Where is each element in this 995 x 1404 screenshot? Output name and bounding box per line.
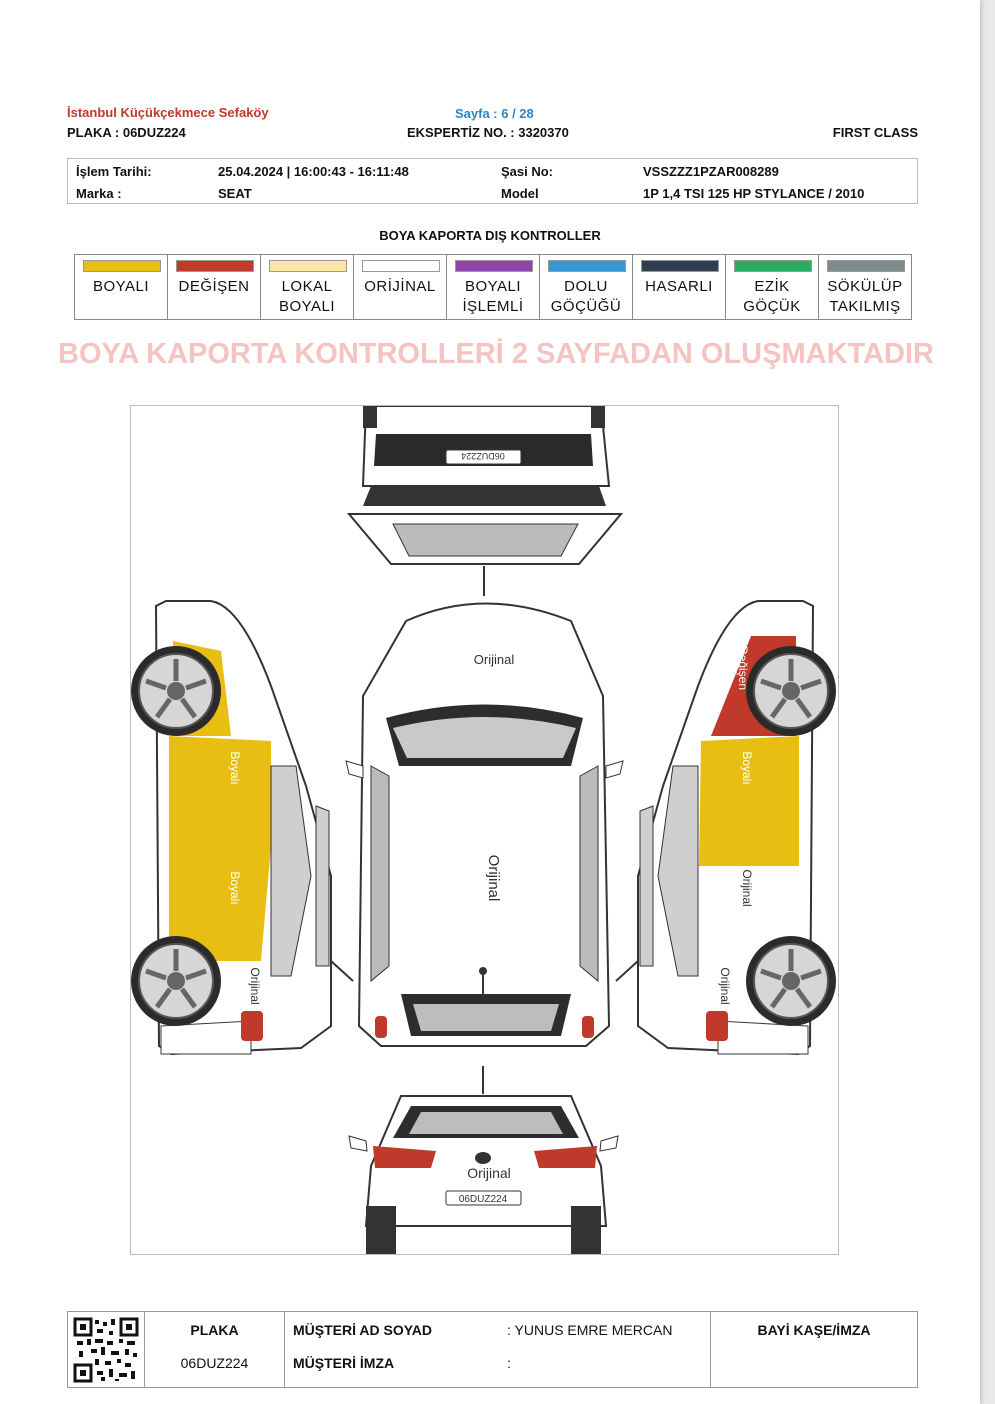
legend-item-dolu-gocugu: DOLU GÖÇÜĞÜ <box>540 255 633 319</box>
brand-value: SEAT <box>218 186 252 201</box>
legend-label: LOKAL BOYALI <box>278 278 336 315</box>
brand-label: Marka : <box>76 186 122 201</box>
legend-label: ORİJİNAL <box>364 278 436 295</box>
left-rear-door-label: Boyalı <box>228 871 242 904</box>
footer-plate-value: 06DUZ224 <box>180 1355 249 1371</box>
expertise-number: EKSPERTİZ NO. : 3320370 <box>407 125 569 140</box>
legend-item-sokulup-takilmis: SÖKÜLÜP TAKILMIŞ <box>819 255 911 319</box>
model-label: Model <box>501 186 539 201</box>
legend-swatch <box>827 260 905 272</box>
model-value: 1P 1,4 TSI 125 HP STYLANCE / 2010 <box>643 186 865 201</box>
date-value: 25.04.2024 | 16:00:43 - 16:11:48 <box>218 164 409 179</box>
right-front-door-label: Boyalı <box>740 751 754 784</box>
color-legend: BOYALI DEĞİŞEN LOKAL BOYALI ORİJİNAL BOY… <box>74 254 912 320</box>
left-rear-fender-label: Orijinal <box>248 967 262 1004</box>
customer-name-value: : YUNUS EMRE MERCAN <box>507 1322 673 1338</box>
legend-swatch <box>269 260 347 272</box>
legend-item-lokal-boyali: LOKAL BOYALI <box>261 255 354 319</box>
legend-item-orijinal: ORİJİNAL <box>354 255 447 319</box>
chassis-label: Şasi No: <box>501 164 554 179</box>
legend-item-boyali-islemli: BOYALI İŞLEMLİ <box>447 255 540 319</box>
rear-plate-text: 06DUZ224 <box>459 1194 508 1205</box>
signature-footer: PLAKA 06DUZ224 MÜŞTERİ AD SOYAD : YUNUS … <box>67 1311 918 1388</box>
page-number: Sayfa : 6 / 28 <box>455 106 534 121</box>
plate-cell: PLAKA 06DUZ224 <box>145 1312 285 1387</box>
section-title: BOYA KAPORTA DIŞ KONTROLLER <box>379 228 601 243</box>
top-view: Orijinal Orijinal <box>345 602 624 1047</box>
right-front-fender-label: Değişen <box>736 646 750 690</box>
roof-label: Orijinal <box>485 855 502 902</box>
legend-label: EZİK GÖÇÜK <box>743 278 801 315</box>
legend-swatch <box>455 260 533 272</box>
right-side-view: Değişen Boyalı Orijinal Orijinal <box>615 600 836 1056</box>
legend-label: DEĞİŞEN <box>178 278 250 295</box>
left-front-fender-label: Boyalı <box>225 649 239 682</box>
left-rear-door-panel <box>169 846 271 961</box>
legend-item-boyali: BOYALI <box>75 255 168 319</box>
right-front-door-panel <box>699 736 799 866</box>
legend-swatch <box>734 260 812 272</box>
left-front-door-label: Boyalı <box>228 751 242 784</box>
footer-plate-label: PLAKA <box>190 1322 239 1338</box>
left-front-door-panel <box>169 736 271 846</box>
header-plate: PLAKA : 06DUZ224 <box>67 125 186 140</box>
customer-name-label: MÜŞTERİ AD SOYAD <box>293 1322 432 1338</box>
car-body-diagram: 06DUZ224 <box>130 405 839 1255</box>
customer-sign-label: MÜŞTERİ İMZA <box>293 1355 395 1371</box>
legend-item-ezik-gocuk: EZİK GÖÇÜK <box>726 255 819 319</box>
legend-swatch <box>548 260 626 272</box>
package-name: FIRST CLASS <box>832 125 918 140</box>
legend-label: BOYALI <box>92 278 150 295</box>
legend-item-hasarli: HASARLI <box>633 255 726 319</box>
qr-code-icon <box>73 1317 139 1383</box>
rear-view: 06DUZ224 Orijinal <box>348 1066 619 1254</box>
legend-label: DOLU GÖÇÜĞÜ <box>550 278 622 315</box>
right-rear-door-label: Orijinal <box>740 869 754 906</box>
legend-label: BOYALI İŞLEMLİ <box>462 278 524 315</box>
front-view: 06DUZ224 <box>346 405 624 596</box>
customer-cell: MÜŞTERİ AD SOYAD : YUNUS EMRE MERCAN MÜŞ… <box>285 1312 711 1387</box>
watermark-notice: BOYA KAPORTA KONTROLLERİ 2 SAYFADAN OLUŞ… <box>58 338 934 370</box>
left-side-view: Boyalı Boyalı Boyalı Orijinal <box>131 600 354 1056</box>
rear-label: Orijinal <box>467 1165 511 1181</box>
chassis-value: VSSZZZ1PZAR008289 <box>643 164 779 179</box>
legend-label: SÖKÜLÜP TAKILMIŞ <box>827 278 903 315</box>
legend-swatch <box>641 260 719 272</box>
legend-label: HASARLI <box>645 278 713 295</box>
vehicle-info-box: İşlem Tarihi: 25.04.2024 | 16:00:43 - 16… <box>67 158 918 204</box>
hood-label: Orijinal <box>474 652 515 667</box>
dealer-location: İstanbul Küçükçekmece Sefaköy <box>67 105 269 120</box>
legend-swatch <box>176 260 254 272</box>
legend-swatch <box>362 260 440 272</box>
customer-sign-value: : <box>507 1355 511 1371</box>
date-label: İşlem Tarihi: <box>76 164 152 179</box>
legend-item-degisen: DEĞİŞEN <box>168 255 261 319</box>
right-rear-fender-label: Orijinal <box>718 967 732 1004</box>
rear-plate <box>445 1190 522 1206</box>
front-plate <box>445 449 522 465</box>
front-plate-text: 06DUZ224 <box>461 451 505 461</box>
car-diagram-svg: 06DUZ224 <box>131 405 838 1254</box>
legend-swatch <box>83 260 161 272</box>
qr-code-cell <box>68 1312 145 1387</box>
dealer-stamp-label: BAYİ KAŞE/İMZA <box>757 1322 871 1338</box>
